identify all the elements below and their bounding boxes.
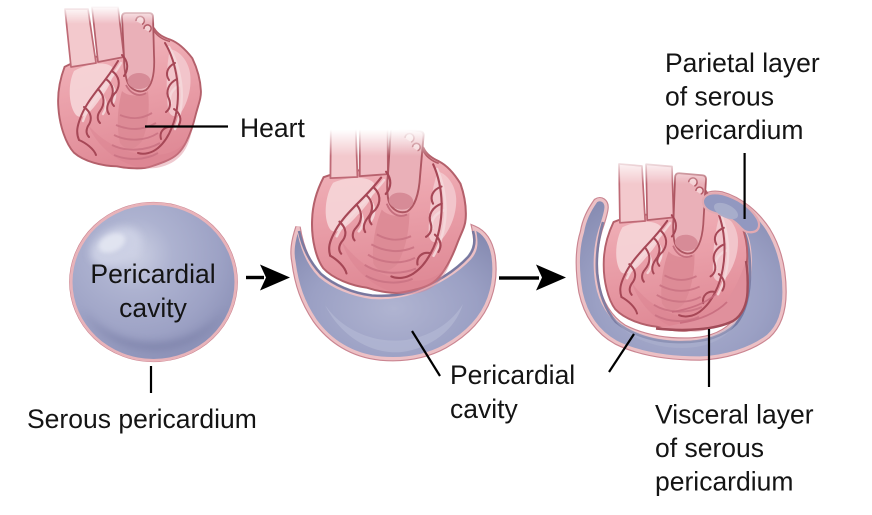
svg-text:Heart: Heart xyxy=(240,113,305,143)
svg-text:Pericardial: Pericardial xyxy=(90,259,215,289)
svg-text:Serous pericardium: Serous pericardium xyxy=(27,404,257,434)
svg-text:Pericardial: Pericardial xyxy=(450,360,575,390)
svg-text:pericardium: pericardium xyxy=(655,467,793,497)
svg-text:cavity: cavity xyxy=(119,293,187,323)
svg-text:Parietal layer: Parietal layer xyxy=(665,48,820,78)
svg-text:pericardium: pericardium xyxy=(665,115,803,145)
svg-text:cavity: cavity xyxy=(450,394,518,424)
svg-text:of serous: of serous xyxy=(655,433,764,463)
svg-text:of serous: of serous xyxy=(665,82,774,112)
svg-text:Visceral layer: Visceral layer xyxy=(655,400,814,430)
